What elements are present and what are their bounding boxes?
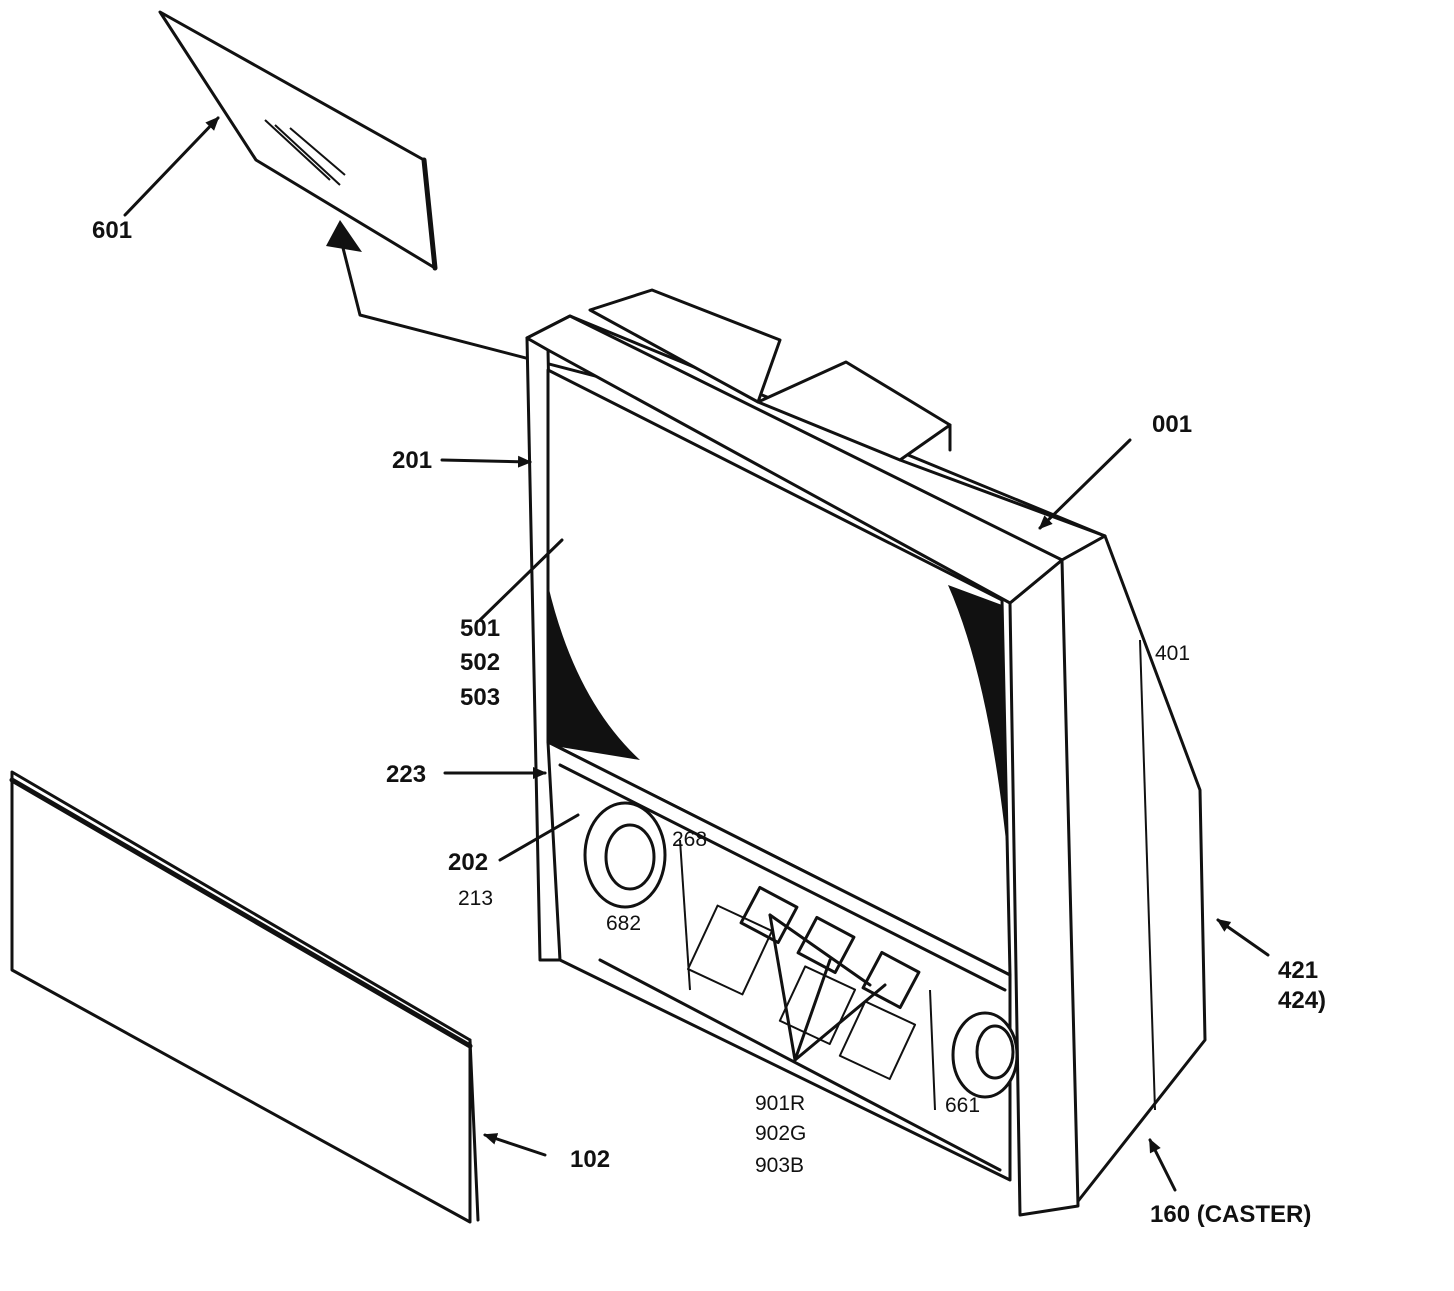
leader-501 xyxy=(478,538,564,622)
leader-001 xyxy=(1038,438,1132,530)
tv-cabinet xyxy=(525,314,1207,1217)
callout-682: 682 xyxy=(606,912,641,935)
callout-102: 102 xyxy=(570,1146,610,1173)
leader-202 xyxy=(498,813,580,862)
leader-201 xyxy=(440,455,532,468)
callout-601: 601 xyxy=(92,217,132,244)
leader-160 xyxy=(1148,1138,1177,1192)
leader-601 xyxy=(123,116,220,217)
callout-202: 202 xyxy=(448,849,488,876)
speaker-left xyxy=(583,801,667,909)
callout-213: 213 xyxy=(458,887,493,910)
speaker-right xyxy=(951,1011,1019,1099)
callout-902g: 902G xyxy=(755,1122,806,1145)
callout-421: 421 xyxy=(1278,957,1318,984)
callout-401: 401 xyxy=(1155,642,1190,665)
callout-661: 661 xyxy=(945,1094,980,1117)
callout-223: 223 xyxy=(386,761,426,788)
leader-421 xyxy=(1216,918,1270,957)
callout-424: 424) xyxy=(1278,987,1326,1014)
callout-268: 268 xyxy=(672,828,707,851)
leader-102 xyxy=(483,1133,547,1157)
mirror-panel xyxy=(158,10,438,271)
callout-503: 503 xyxy=(460,684,500,711)
callout-501: 501 xyxy=(460,615,500,642)
callout-160-caster: 160 (CASTER) xyxy=(1150,1201,1311,1228)
callout-201: 201 xyxy=(392,447,432,474)
callout-901r: 901R xyxy=(755,1092,805,1115)
front-grille-panel xyxy=(9,770,480,1224)
callout-001: 001 xyxy=(1152,411,1192,438)
callout-903b: 903B xyxy=(755,1154,804,1177)
callout-502: 502 xyxy=(460,649,500,676)
